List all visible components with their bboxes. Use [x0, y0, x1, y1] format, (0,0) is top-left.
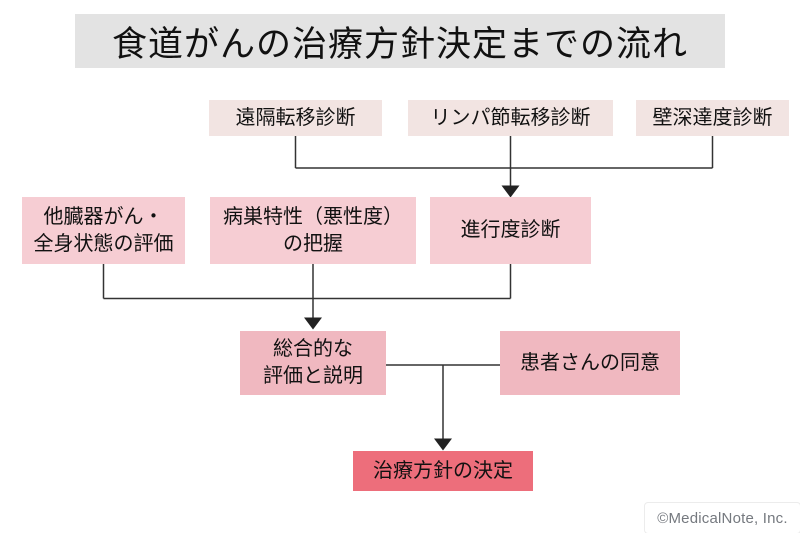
box-label-line1: 病巣特性（悪性度）: [223, 205, 403, 228]
box-label-line2: 全身状態の評価: [33, 232, 174, 255]
box-label: 治療方針の決定: [373, 459, 513, 482]
arrow-down-icon: [304, 317, 322, 330]
box-label-line1: 他臓器がん・: [43, 205, 164, 228]
box-other-organ-evaluation: 他臓器がん・ 全身状態の評価: [22, 197, 185, 264]
box-label: 遠隔転移診断: [235, 106, 356, 129]
box-label-line2: 評価と説明: [263, 365, 363, 387]
copyright-text: ©MedicalNote, Inc.: [657, 509, 788, 527]
box-label: リンパ節転移診断: [430, 106, 591, 129]
box-distant-metastasis: 遠隔転移診断: [209, 100, 382, 136]
connector-stage1: [294, 136, 714, 187]
box-comprehensive-evaluation: 総合的な 評価と説明: [240, 331, 386, 395]
connector-stage3: [386, 364, 500, 440]
arrow-down-icon: [434, 438, 452, 451]
box-lymph-node-metastasis: リンパ節転移診断: [408, 100, 613, 136]
connector-stage2: [102, 264, 512, 319]
page-title: 食道がんの治療方針決定までの流れ: [75, 14, 725, 68]
box-wall-depth: 壁深達度診断: [636, 100, 789, 136]
box-treatment-decision: 治療方針の決定: [353, 451, 533, 491]
box-label-line1: 総合的な: [273, 338, 353, 360]
box-lesion-characteristics: 病巣特性（悪性度） の把握: [210, 197, 416, 264]
box-progression-diagnosis: 進行度診断: [430, 197, 591, 264]
box-label-line2: の把握: [283, 232, 343, 255]
arrow-down-icon: [501, 185, 520, 198]
box-label: 進行度診断: [460, 219, 561, 241]
box-label: 患者さんの同意: [520, 351, 660, 374]
box-patient-consent: 患者さんの同意: [500, 331, 680, 395]
box-label: 壁深達度診断: [652, 106, 773, 129]
copyright-badge: ©MedicalNote, Inc.: [644, 502, 800, 533]
